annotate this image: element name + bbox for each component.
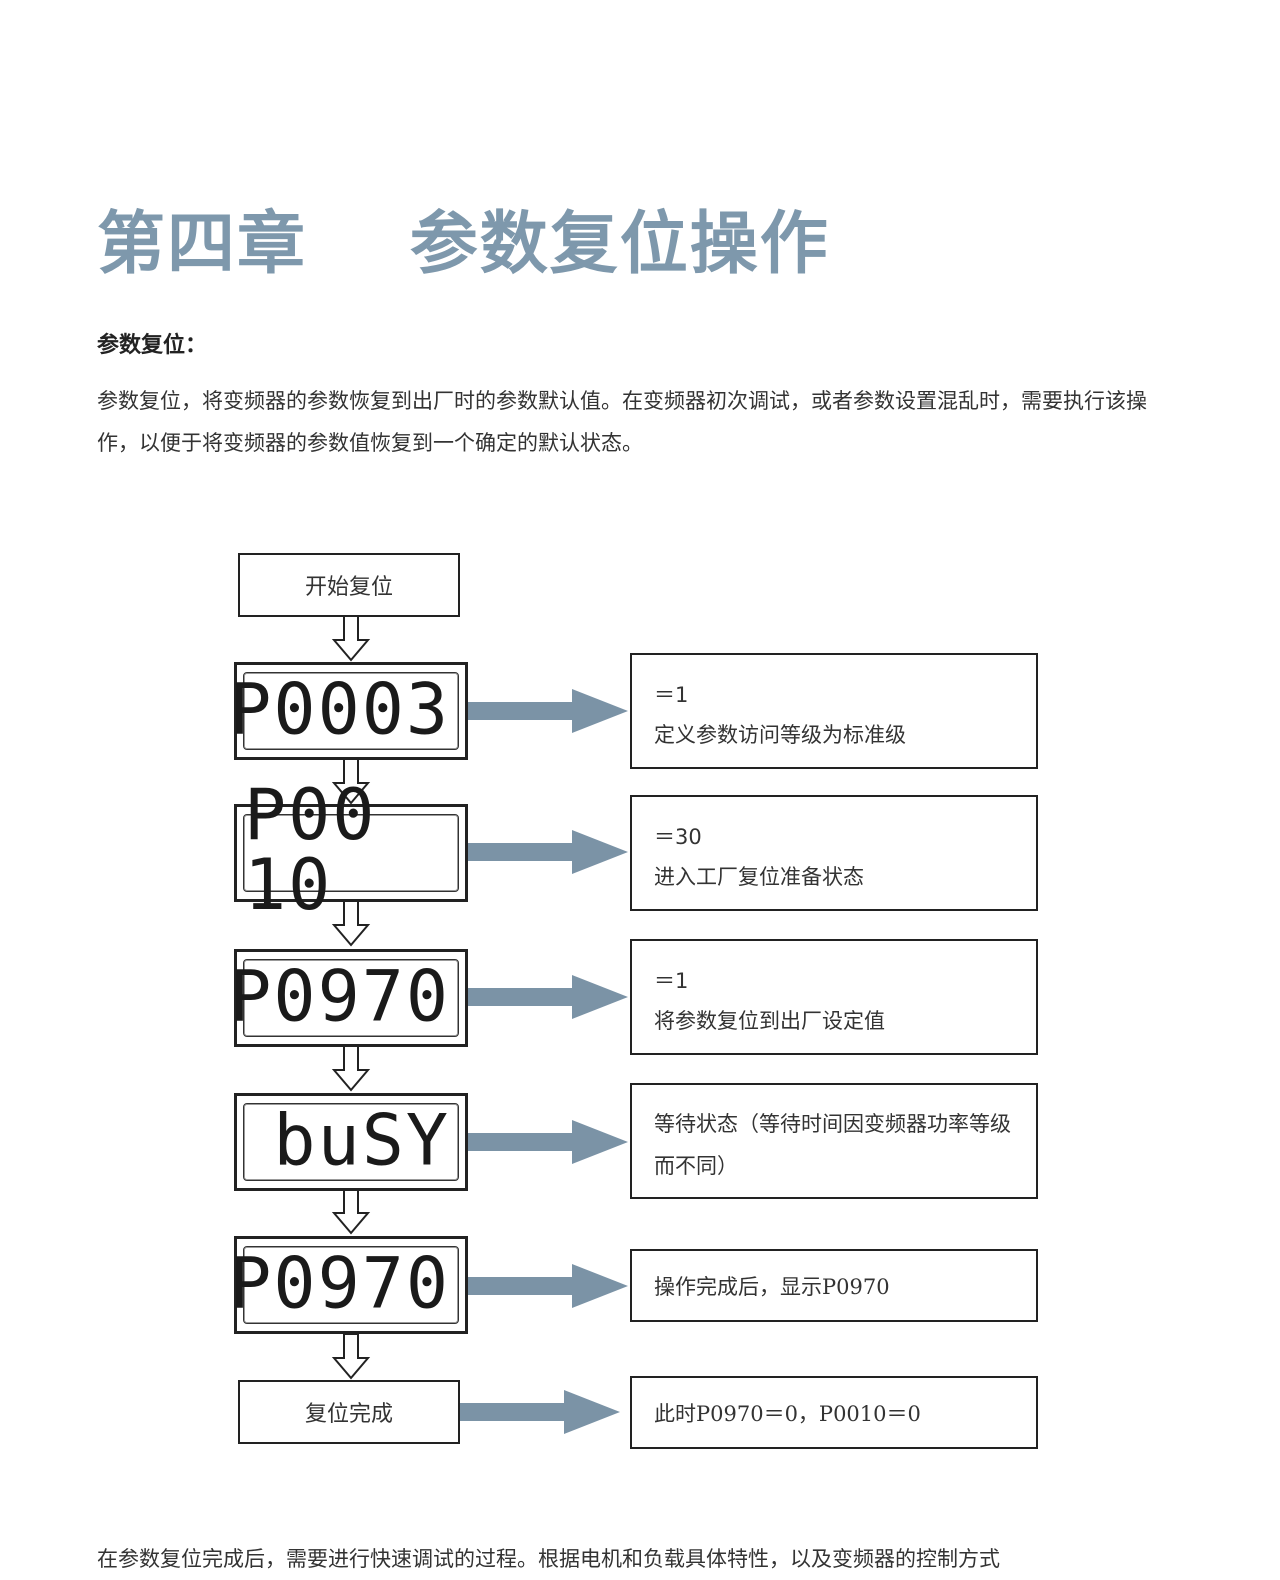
lcd-display-p0970-done: P0970 <box>229 1236 468 1334</box>
outro-paragraph: 在参数复位完成后，需要进行快速调试的过程。根据电机和负载具体特性，以及变频器的控… <box>97 1547 1000 1571</box>
right-arrow-icon <box>468 689 628 733</box>
end-box: 复位完成 <box>238 1380 460 1444</box>
step-value: ＝1 <box>654 683 689 707</box>
start-box: 开始复位 <box>238 553 460 617</box>
lcd-text: buSY <box>273 1099 450 1182</box>
step-description: 进入工厂复位准备状态 <box>654 865 864 889</box>
end-label: 复位完成 <box>304 1402 393 1427</box>
lcd-display-p0003: P0003 <box>229 662 468 760</box>
end-description: 此时P0970＝0，P0010＝0 <box>654 1401 921 1426</box>
desc-box-step-4: 等待状态（等待时间因变频器功率等级而不同） <box>630 1083 1038 1199</box>
lcd-display-p0970: P0970 <box>229 949 468 1047</box>
step-value: ＝30 <box>654 825 702 849</box>
step-description: 操作完成后，显示P0970 <box>654 1274 890 1299</box>
step-value: ＝1 <box>654 969 689 993</box>
lcd-text: P0970 <box>229 1242 450 1325</box>
step-description: 将参数复位到出厂设定值 <box>654 1009 885 1033</box>
down-arrow-icon <box>333 1045 369 1091</box>
right-arrow-icon <box>468 1120 628 1164</box>
lcd-display-p0010: P00 10 <box>234 780 468 920</box>
chapter-title: 第四章 参数复位操作 <box>97 205 830 284</box>
step-description: 等待状态（等待时间因变频器功率等级而不同） <box>654 1112 1011 1178</box>
right-arrow-icon <box>468 975 628 1019</box>
right-arrow-icon <box>468 1264 628 1308</box>
section-heading: 参数复位： <box>97 333 208 358</box>
lcd-text: P0003 <box>229 668 450 751</box>
lcd-text: P00 10 <box>244 774 377 927</box>
desc-box-step-5: 操作完成后，显示P0970 <box>630 1249 1038 1322</box>
right-arrow-icon <box>468 830 628 874</box>
down-arrow-icon <box>333 1188 369 1234</box>
desc-box-step-1: ＝1 定义参数访问等级为标准级 <box>630 653 1038 769</box>
down-arrow-icon <box>333 615 369 661</box>
lcd-display-busy: buSY <box>234 1093 468 1191</box>
step-description: 定义参数访问等级为标准级 <box>654 723 906 747</box>
intro-paragraph: 参数复位，将变频器的参数恢复到出厂时的参数默认值。在变频器初次调试，或者参数设置… <box>97 389 1147 455</box>
desc-box-end: 此时P0970＝0，P0010＝0 <box>630 1376 1038 1449</box>
desc-box-step-2: ＝30 进入工厂复位准备状态 <box>630 795 1038 911</box>
start-label: 开始复位 <box>304 575 393 600</box>
right-arrow-icon <box>460 1390 620 1434</box>
desc-box-step-3: ＝1 将参数复位到出厂设定值 <box>630 939 1038 1055</box>
lcd-text: P0970 <box>229 955 450 1038</box>
down-arrow-icon <box>333 1333 369 1379</box>
